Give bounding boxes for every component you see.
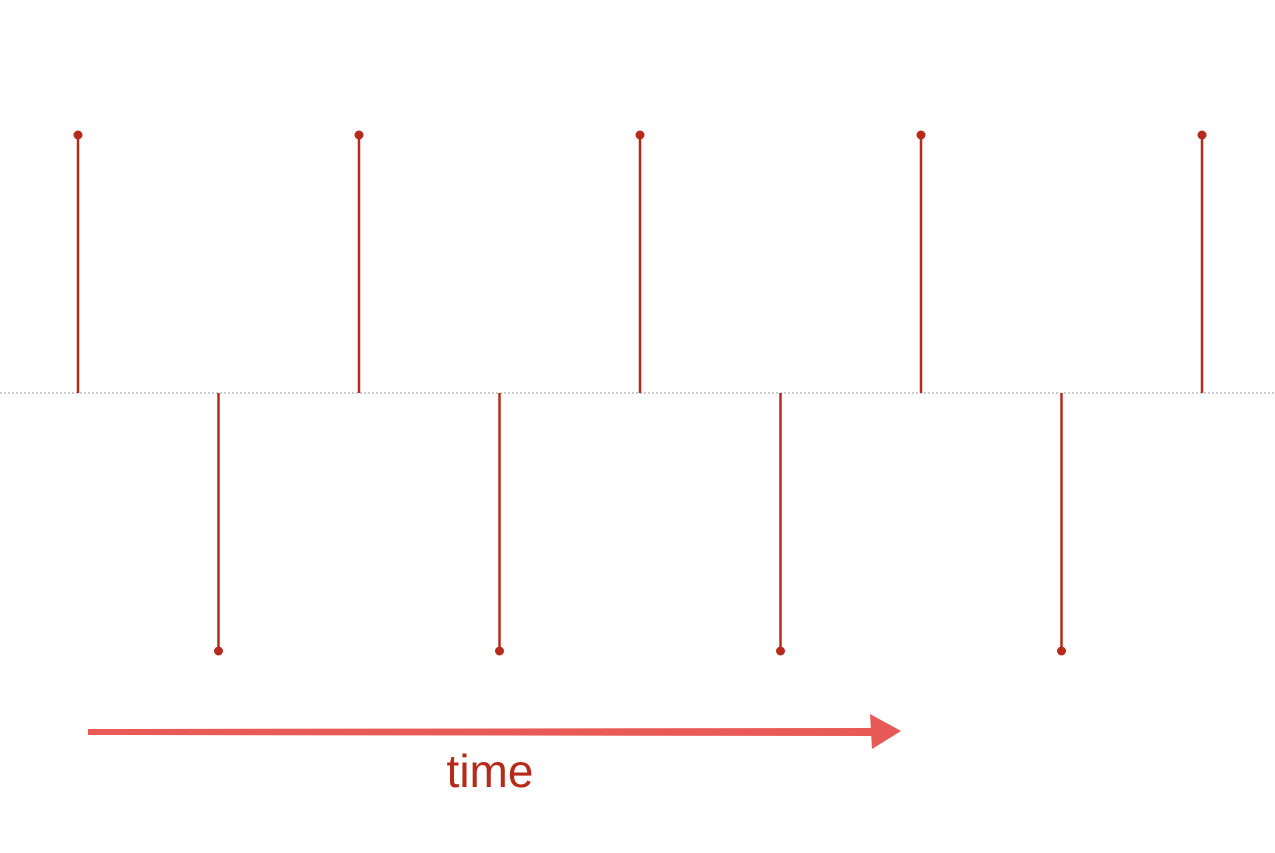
stem-marker-4 [495,646,504,656]
time-arrow-shaft [88,728,872,736]
stem-marker-1 [73,130,83,140]
stem-marker-3 [354,130,364,140]
stem-marker-2 [214,646,223,656]
stem-marker-5 [635,130,645,140]
time-arrow-head [870,714,901,749]
stem-marker-6 [776,646,785,656]
time-label: time [446,745,534,797]
stem-marker-7 [916,130,926,140]
stem-marker-9 [1197,130,1207,140]
stem-marker-8 [1057,646,1066,656]
time-arrow [88,714,901,749]
stems-group [73,130,1207,656]
